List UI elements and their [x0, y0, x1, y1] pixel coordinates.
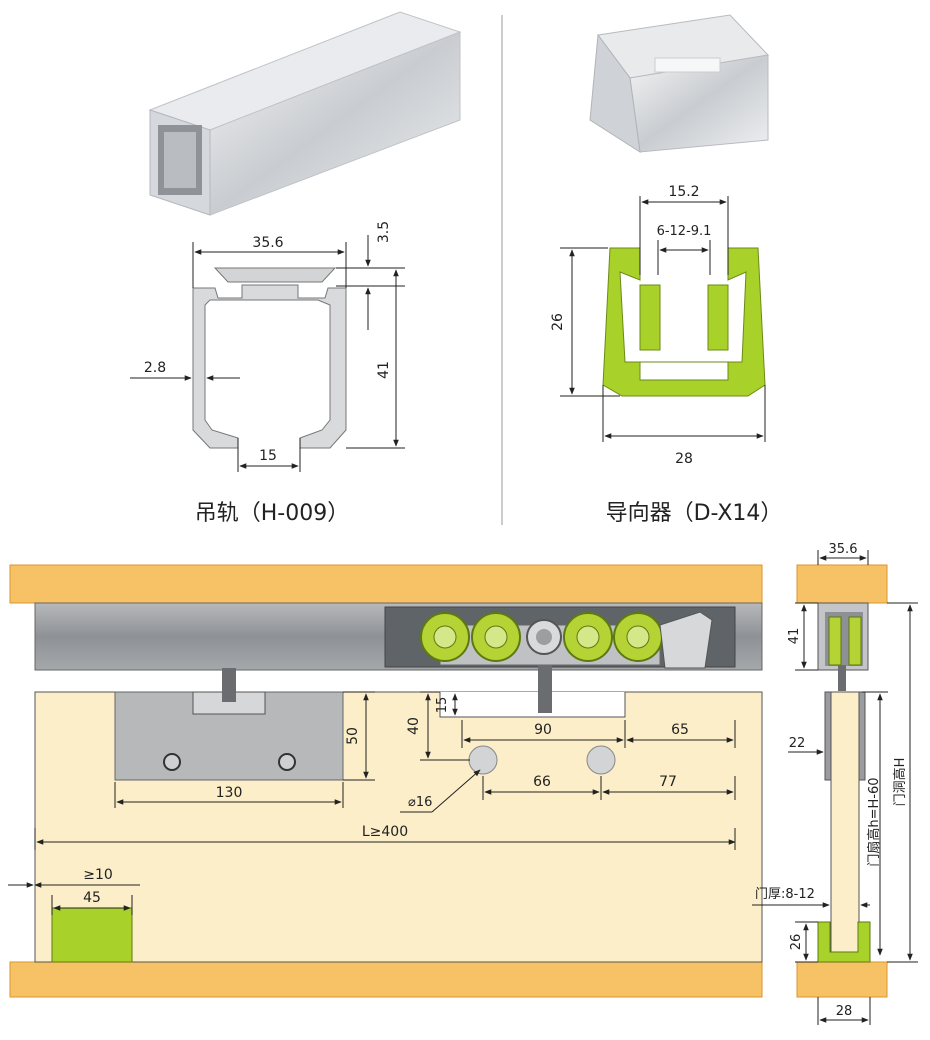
side-dim-rail-height: 41	[787, 628, 802, 645]
side-label-thickness: 门厚:8-12	[755, 887, 815, 902]
front-dim-hole: ⌀16	[408, 795, 432, 810]
rail-cross-section	[192, 267, 347, 449]
rail-dim-slot: 15	[259, 448, 277, 464]
front-clamp	[114, 668, 344, 781]
front-dim-gap: ≥10	[83, 867, 113, 883]
rail-dim-wall: 2.8	[144, 360, 166, 376]
front-dim-130: 130	[216, 785, 243, 801]
front-dim-65: 65	[671, 722, 689, 738]
side-bottom-beam	[796, 961, 888, 998]
side-label-opening-height: 门洞高H	[892, 758, 908, 807]
front-dim-length: L≥400	[362, 824, 408, 840]
guide-caption: 导向器（D-X14）	[606, 501, 783, 526]
guide-dim-inner-top: 15.2	[668, 184, 699, 200]
guide-dim-height: 26	[550, 313, 566, 331]
side-label-door-height: 门扇高h=H-60	[866, 777, 882, 866]
rail-dim-height: 41	[376, 361, 392, 379]
rail-product-image	[148, 11, 462, 216]
guide-product-image	[589, 14, 770, 154]
side-dim-22: 22	[789, 736, 806, 751]
guide-dim-range: 6-12-9.1	[657, 224, 712, 239]
front-dim-40: 40	[406, 717, 422, 735]
side-floor-guide	[817, 921, 871, 963]
front-dim-50: 50	[345, 727, 361, 745]
front-dim-90: 90	[534, 722, 552, 738]
front-dim-66: 66	[533, 774, 551, 790]
side-dim-top-width: 35.6	[829, 542, 858, 557]
front-dimensions: 50 40 15 90 65 130 66 77 ⌀16 L≥400	[8, 691, 736, 915]
front-bottom-beam	[9, 961, 763, 998]
side-dim-28: 28	[836, 1004, 853, 1019]
side-view	[796, 564, 888, 998]
front-dim-45: 45	[83, 890, 101, 906]
guide-cross-section	[602, 247, 766, 397]
front-roller-carriage	[420, 611, 713, 713]
front-dim-77: 77	[659, 774, 677, 790]
front-view	[9, 564, 763, 998]
front-dim-15: 15	[435, 697, 450, 714]
side-top-beam	[796, 564, 888, 604]
rail-caption: 吊轨（H-009）	[195, 501, 349, 526]
rail-dim-width: 35.6	[252, 235, 283, 251]
guide-dim-width: 28	[675, 451, 693, 467]
side-dimensions: 35.6 41 22 门扇高h=H-60 门洞高H 门厚:8-12 26 28	[752, 542, 918, 1025]
side-dim-26: 26	[789, 934, 804, 951]
front-floor-guide	[51, 907, 133, 963]
rail-dimensions: 35.6 3.5 41 2.8 15	[130, 221, 405, 472]
rail-dim-top: 3.5	[376, 221, 392, 243]
guide-dimensions: 15.2 6-12-9.1 26 28	[550, 184, 766, 467]
side-door-panel	[830, 691, 860, 958]
front-top-beam	[9, 564, 763, 604]
